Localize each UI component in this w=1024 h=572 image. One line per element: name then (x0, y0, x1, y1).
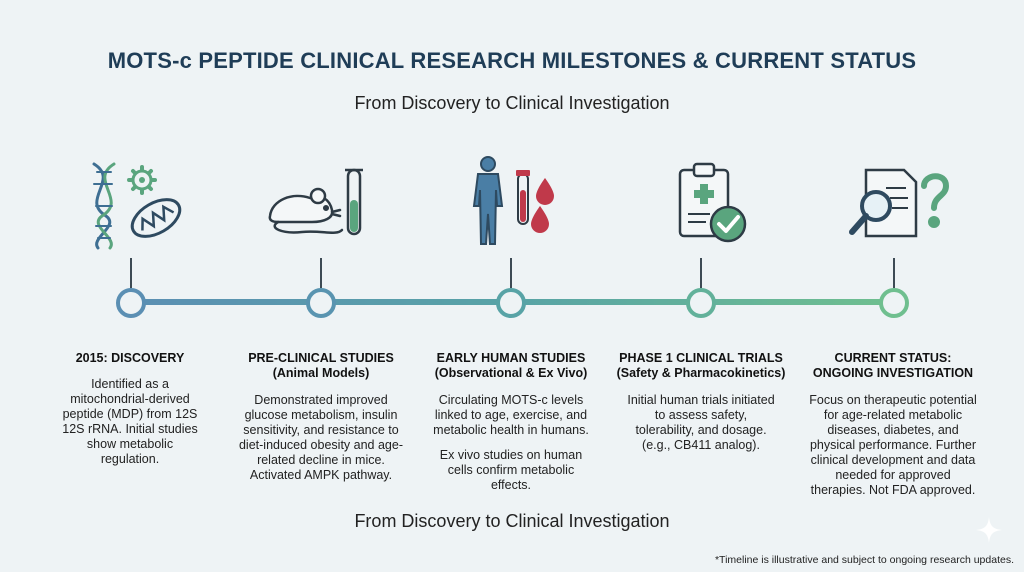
gear-icon (127, 165, 157, 195)
stage-3-title: EARLY HUMAN STUDIES (Observational & Ex … (434, 351, 588, 380)
stage-4-title: PHASE 1 CLINICAL TRIALS (Safety & Pharma… (616, 351, 786, 380)
mouse-icon (268, 187, 344, 234)
question-mark-icon (921, 173, 950, 228)
blood-tube-icon (516, 170, 530, 225)
timeline-node-5 (879, 288, 909, 318)
stage-2-body: Demonstrated improved glucose metabolism… (238, 393, 403, 482)
timeline-node-3 (496, 288, 526, 318)
dna-icon (92, 162, 116, 250)
human-figure-icon (472, 156, 504, 245)
stage-1-stem (130, 258, 132, 288)
stage-4-icons (678, 162, 747, 243)
bottom-subtitle: From Discovery to Clinical Investigation (354, 511, 670, 531)
stage-1-icons (92, 162, 182, 250)
blood-drop-icon (531, 178, 554, 233)
stage-2-title: PRE-CLINICAL STUDIES (Animal Models) (248, 351, 394, 380)
sparkle-icon (976, 517, 1002, 543)
stage-5-title: CURRENT STATUS: ONGOING INVESTIGATION (812, 351, 974, 380)
stage-5-body: Focus on therapeutic potential for age-r… (809, 393, 977, 497)
stage-1-body: Identified as a mitochondrial-derived pe… (62, 377, 198, 466)
test-tube-icon (345, 168, 363, 236)
timeline-node-2 (306, 288, 336, 318)
stage-4-body: Initial human trials initiated to assess… (627, 393, 775, 452)
stage-4-stem (700, 258, 702, 288)
stage-5-stem (893, 258, 895, 288)
timeline-node-4 (686, 288, 716, 318)
stage-3-icons (472, 156, 554, 245)
footnote: *Timeline is illustrative and subject to… (714, 554, 1014, 566)
document-magnifier-icon (849, 168, 918, 238)
page-title: MOTS-c PEPTIDE CLINICAL RESEARCH MILESTO… (107, 48, 917, 73)
timeline-node-1 (116, 288, 146, 318)
stage-3-body: Circulating MOTS-c levels linked to age,… (433, 393, 589, 492)
stage-2-stem (320, 258, 322, 288)
mitochondria-icon (130, 198, 182, 238)
stage-1-title: 2015: DISCOVERY (75, 351, 185, 365)
stage-3-stem (510, 258, 512, 288)
page-subtitle: From Discovery to Clinical Investigation (354, 93, 670, 113)
stage-5-icons (849, 168, 950, 238)
stage-2-icons (268, 168, 363, 236)
checkmark-badge-icon (709, 205, 747, 243)
